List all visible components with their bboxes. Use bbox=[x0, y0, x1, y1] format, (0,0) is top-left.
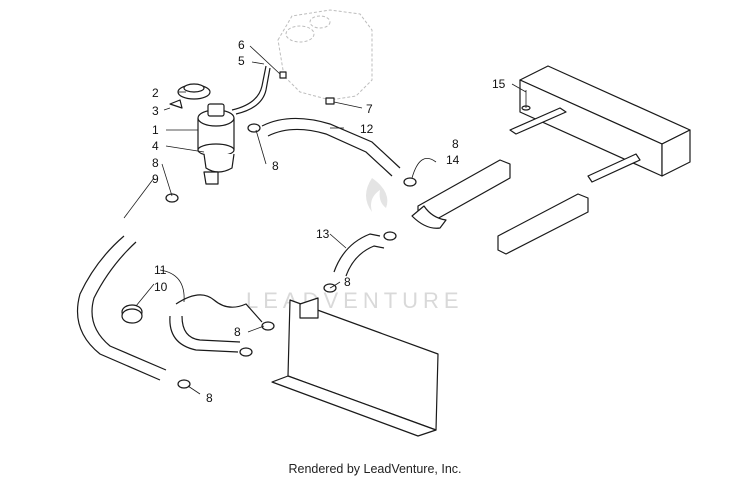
callout-4: 4 bbox=[152, 139, 159, 153]
watermark: LEADVENTURE bbox=[246, 178, 464, 313]
callout-6: 6 bbox=[238, 38, 245, 52]
hose-13 bbox=[333, 233, 385, 277]
hose-9 bbox=[76, 235, 167, 381]
hose-12 bbox=[261, 117, 401, 177]
outlet-elbow bbox=[411, 205, 447, 229]
callout-1: 1 bbox=[152, 123, 159, 137]
watermark-text: LEADVENTURE bbox=[246, 288, 464, 313]
callout-11: 11 bbox=[154, 263, 167, 277]
callout-3: 3 bbox=[152, 104, 159, 118]
engine-ghost bbox=[277, 9, 373, 101]
callout-7: 7 bbox=[366, 102, 373, 116]
reservoir-outlet bbox=[203, 171, 219, 185]
callout-10: 10 bbox=[154, 280, 168, 294]
fitting-6 bbox=[279, 71, 287, 79]
callout-13: 13 bbox=[316, 227, 330, 241]
coolant-reservoir bbox=[197, 103, 235, 173]
callout-9: 9 bbox=[152, 172, 159, 186]
flame-icon bbox=[366, 178, 388, 212]
callout-8-bottom: 8 bbox=[206, 391, 213, 405]
callout-15: 15 bbox=[492, 77, 506, 91]
reservoir-cap bbox=[177, 83, 211, 100]
callout-8-lower: 8 bbox=[234, 325, 241, 339]
callout-14: 14 bbox=[446, 153, 460, 167]
callout-5: 5 bbox=[238, 54, 245, 68]
clamp-10 bbox=[121, 304, 143, 324]
callout-2: 2 bbox=[152, 86, 159, 100]
callout-8-center: 8 bbox=[344, 275, 351, 289]
overflow-hose-edge bbox=[235, 67, 271, 115]
fitting-7 bbox=[325, 97, 335, 105]
overflow-hose bbox=[231, 65, 267, 111]
callout-12: 12 bbox=[360, 122, 374, 136]
footer-credit: Rendered by LeadVenture, Inc. bbox=[288, 462, 462, 476]
callout-8-right: 8 bbox=[452, 137, 459, 151]
cap-gasket bbox=[169, 99, 183, 109]
tunnel-plate bbox=[271, 297, 439, 437]
callout-8-left: 8 bbox=[152, 156, 159, 170]
leader-lines bbox=[123, 45, 527, 395]
callout-labels: 1 2 3 4 5 6 7 8 8 8 8 8 8 9 10 11 12 13 … bbox=[152, 38, 506, 405]
hose-11 bbox=[169, 294, 263, 353]
callout-8-reservoir: 8 bbox=[272, 159, 279, 173]
bolt-15 bbox=[521, 90, 531, 111]
heat-exchanger bbox=[417, 65, 691, 255]
